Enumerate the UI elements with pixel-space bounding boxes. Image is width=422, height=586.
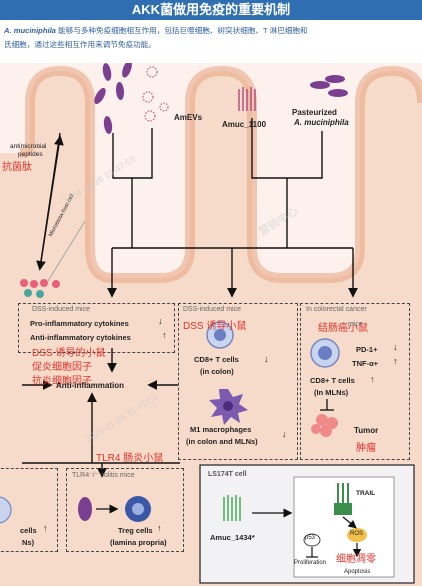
dss1-line1: Pro-inflammatory cytokines (30, 319, 129, 328)
dss1-line2: Anti-inflammatory cytokines (30, 333, 131, 342)
diagram-graphics (0, 63, 422, 586)
mechanism-figure: AmEVs Amuc_1100 Pasteurized A. muciniphi… (0, 63, 422, 586)
intro-text: 能够与多种免疫细胞相互作用，包括巨噬细胞、树突状细胞、T 淋巴细胞和 (58, 26, 308, 35)
epithelium-outline (19, 65, 422, 283)
amuc1434-label: Amuc_1434* (210, 533, 255, 542)
crc-title: In colorectal cancer (306, 306, 367, 313)
trail-label: TRAIL (356, 490, 376, 497)
label-amevs: AmEVs (174, 113, 203, 122)
proliferation-label: Proliferation (294, 560, 327, 566)
left-cells-arrow: ↑ (43, 523, 48, 533)
pd1-arrow: ↓ (393, 342, 398, 352)
ros-label: ROS (350, 531, 364, 537)
p53-node (303, 533, 321, 547)
cd8-mln-1: CD8+ T cells (310, 376, 355, 385)
amuc1434-protein (223, 495, 241, 521)
label-antimicrobial-1: antimicrobial (10, 143, 47, 150)
dss1-line1-arrow: ↓ (158, 316, 163, 326)
cell-cluster-left (20, 279, 60, 298)
left-partial-box (0, 468, 58, 552)
left-cells-1: cells (20, 526, 37, 535)
treg-label-2: (lamina propria) (110, 538, 167, 547)
dss1-cn2: 促炎细胞因子 (32, 362, 92, 373)
p53-label: p53 (305, 535, 316, 541)
crc-box (300, 303, 410, 460)
treg-arrow: ↑ (157, 523, 162, 533)
cd8-mln-arrow: ↑ (370, 374, 375, 384)
dss2-title: DSS-induced mice (183, 306, 241, 313)
m1-label-1: M1 macrophages (190, 425, 252, 434)
cd8-colon-arrow: ↓ (264, 354, 269, 364)
ros-node (347, 528, 367, 542)
cd8-colon-2: (in colon) (200, 367, 234, 376)
amuc1100-protein (238, 87, 256, 111)
label-antimicrobial-2: peptides (18, 151, 43, 158)
m1-macrophage (209, 389, 248, 425)
pd1-label: PD-1+ (356, 345, 378, 354)
cd8-colon-1: CD8+ T cells (194, 355, 239, 364)
dss-box-left (18, 303, 175, 353)
crc-title-2: mice (348, 321, 363, 328)
bacterium-tlr4 (78, 497, 92, 521)
tlr4-box (66, 468, 184, 552)
crc-cn: 结肠癌小鼠 (318, 323, 368, 334)
page-title: AKK菌做用免疫的重要机制 (0, 0, 422, 20)
intro-text-2: 氏细胞，通过这些相互作用来调节免疫功能。 (4, 40, 156, 49)
tumor-cn: 肿瘤 (356, 443, 376, 454)
dss1-cn3: 抗炎细胞因子 (32, 376, 92, 387)
treg-label-1: Treg cells (118, 526, 153, 535)
partial-cell-left (0, 496, 12, 524)
dss1-title: DSS-induced mice (32, 306, 90, 313)
left-cells-2: Ns) (22, 538, 35, 547)
tnf-arrow: ↑ (393, 356, 398, 366)
dss2-cn: DSS 诱导小鼠 (183, 321, 247, 332)
bacteria-cluster (94, 63, 132, 134)
intro-paragraph: A. muciniphila 能够与多种免疫细胞相互作用，包括巨噬细胞、树突状细… (4, 24, 418, 52)
pathway-lines (22, 118, 358, 478)
dss1-cn1: DSS 诱导的小鼠 (32, 348, 106, 359)
anti-inflammation: Anti-inflammation (56, 381, 124, 390)
pasteurized-bacteria (310, 75, 348, 97)
apoptosis-cn: 细胞凋零 (336, 554, 376, 565)
m1-arrow: ↓ (282, 429, 287, 439)
label-pasteurized-2: A. muciniphila (294, 118, 349, 127)
tnf-label: TNF-α+ (352, 359, 379, 368)
apoptosis-label: Apoptosis (344, 569, 371, 575)
tlr4-cn: TLR4 肠炎小鼠 (96, 453, 164, 464)
intro-species: A. muciniphila (4, 26, 56, 35)
dss1-line2-arrow: ↑ (162, 330, 167, 340)
m1-label-2: (in colon and MLNs) (186, 437, 258, 446)
tumor-label: Tumor (354, 426, 379, 435)
cd8-mln-2: (In MLNs) (314, 388, 349, 397)
label-peptide-cn: 抗菌肽 (2, 162, 32, 173)
tumor-cells (311, 414, 338, 437)
label-pasteurized-1: Pasteurized (292, 108, 337, 117)
label-amuc1100: Amuc_1100 (222, 120, 267, 129)
ls174t-title: LS174T cell (208, 471, 247, 478)
tlr4-title: TLR4⁻/⁻ colitis mice (72, 472, 135, 479)
dss-box-middle (178, 303, 298, 460)
amevs-vesicles (142, 66, 169, 122)
